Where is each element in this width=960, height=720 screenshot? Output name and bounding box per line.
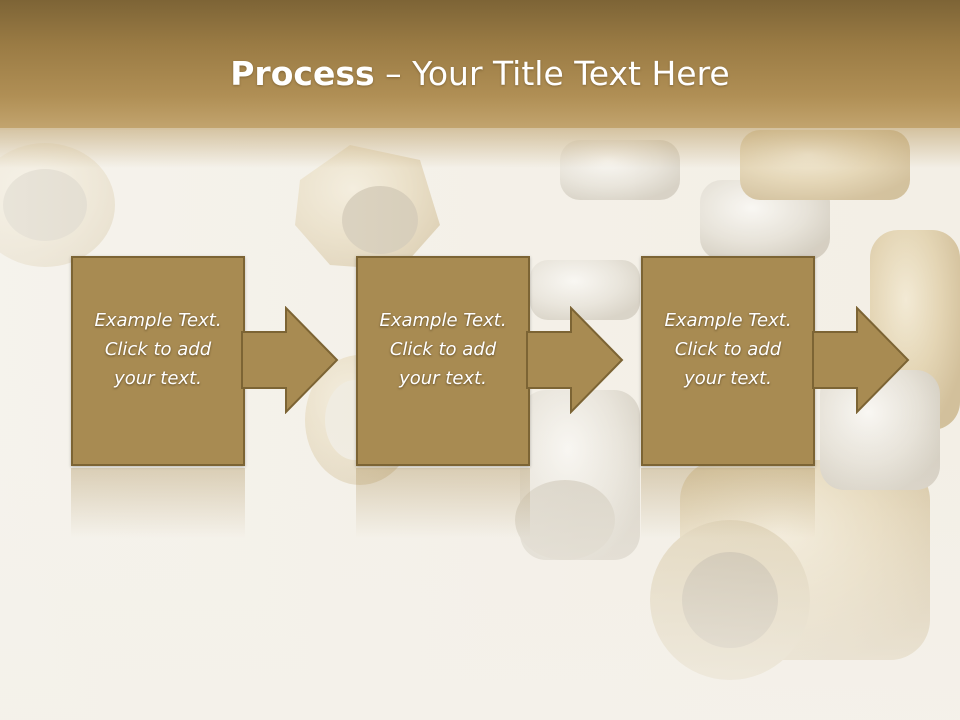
step-box-3[interactable]: Example Text. Click to add your text. <box>641 256 815 466</box>
slide-title-bold: Process <box>230 54 375 93</box>
arrow-right-icon <box>812 306 910 414</box>
step-reflection-3 <box>641 468 815 538</box>
step-text-3[interactable]: Example Text. Click to add your text. <box>664 309 792 389</box>
title-bar-fade <box>0 128 960 168</box>
arrow-right-icon <box>526 306 624 414</box>
step-text-2[interactable]: Example Text. Click to add your text. <box>379 309 507 389</box>
slide-title[interactable]: Process – Your Title Text Here <box>0 52 960 96</box>
step-reflection-1 <box>71 468 245 538</box>
step-text-1[interactable]: Example Text. Click to add your text. <box>94 309 222 389</box>
slide-title-rest: – Your Title Text Here <box>374 54 730 93</box>
title-bar <box>0 0 960 128</box>
step-box-1[interactable]: Example Text. Click to add your text. <box>71 256 245 466</box>
step-box-2[interactable]: Example Text. Click to add your text. <box>356 256 530 466</box>
arrow-right-icon <box>241 306 339 414</box>
step-reflection-2 <box>356 468 530 538</box>
